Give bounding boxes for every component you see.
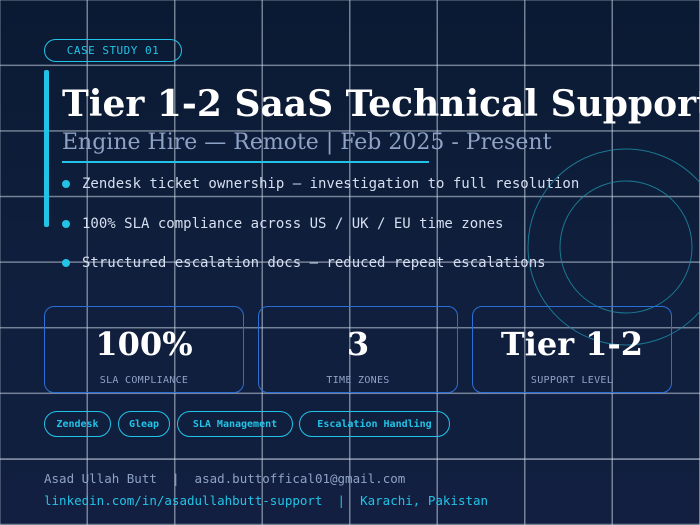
page-title: Tier 1-2 SaaS Technical Support xyxy=(62,83,700,125)
bullet-item: 100% SLA compliance across US / UK / EU … xyxy=(62,214,579,234)
subtitle-underline xyxy=(62,161,429,163)
stat-value: Tier 1-2 xyxy=(500,325,644,363)
tag-gleap: Gleap xyxy=(118,411,170,437)
stat-card-time-zones: 3 TIME ZONES xyxy=(258,306,458,393)
stat-label: TIME ZONES xyxy=(326,375,390,386)
stat-label: SLA COMPLIANCE xyxy=(99,375,189,386)
stat-card-sla: 100% SLA COMPLIANCE xyxy=(44,306,244,393)
tag-sla-management: SLA Management xyxy=(177,411,293,437)
stat-value: 100% xyxy=(95,325,193,363)
stat-card-support-level: Tier 1-2 SUPPORT LEVEL xyxy=(472,306,672,393)
bullet-text: Structured escalation docs — reduced rep… xyxy=(82,255,546,271)
bullet-item: Structured escalation docs — reduced rep… xyxy=(62,253,579,273)
author-name: Asad Ullah Butt xyxy=(44,471,157,486)
accent-bar xyxy=(44,70,49,227)
location-text: Karachi, Pakistan xyxy=(360,493,489,508)
social-line: linkedin.com/in/asadullahbutt-support | … xyxy=(44,493,488,508)
email-link[interactable]: asad.buttoffical01@gmail.com xyxy=(194,471,406,486)
footer-divider xyxy=(0,459,700,460)
separator: | xyxy=(337,493,346,508)
bullet-dot-icon xyxy=(62,219,70,228)
bullet-list: Zendesk ticket ownership — investigation… xyxy=(62,174,579,293)
bullet-dot-icon xyxy=(62,259,70,267)
subtitle: Engine Hire — Remote | Feb 2025 - Presen… xyxy=(62,130,552,155)
bullet-dot-icon xyxy=(62,180,70,188)
linkedin-link[interactable]: linkedin.com/in/asadullahbutt-support xyxy=(44,493,323,508)
case-study-badge: CASE STUDY 01 xyxy=(44,39,182,62)
tag-escalation-handling: Escalation Handling xyxy=(299,411,450,437)
bullet-text: Zendesk ticket ownership — investigation… xyxy=(82,176,580,192)
separator: | xyxy=(171,471,180,486)
contact-line: Asad Ullah Butt | asad.buttoffical01@gma… xyxy=(44,471,405,486)
stat-label: SUPPORT LEVEL xyxy=(530,375,614,386)
tag-zendesk: Zendesk xyxy=(44,411,111,437)
bullet-item: Zendesk ticket ownership — investigation… xyxy=(62,174,579,194)
bullet-text: 100% SLA compliance across US / UK / EU … xyxy=(82,215,504,232)
stat-value: 3 xyxy=(346,325,370,363)
